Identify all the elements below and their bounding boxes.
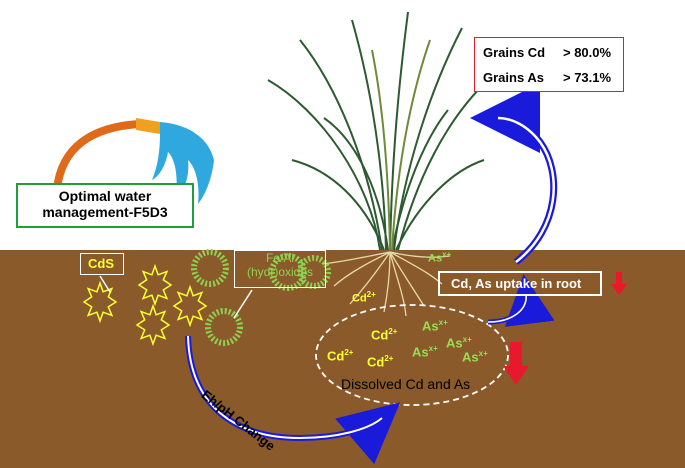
dissolved-down-arrow-icon	[503, 342, 529, 385]
oxide-ring-icon	[205, 308, 243, 346]
as-ion-pool-3: Asx+	[412, 344, 438, 360]
oxide-label-line1: Fe/Al	[265, 251, 294, 265]
grains-as-value: > 73.1%	[563, 70, 612, 85]
oxide-label-line2: (hydr)oxides	[246, 265, 314, 279]
as-ion-pool-4: Asx+	[462, 349, 488, 365]
cd-ion-pool-2: Cd2+	[327, 348, 354, 364]
grains-reduction-box: Grains Cd > 80.0% Grains As > 73.1%	[474, 37, 624, 92]
water-management-line2: management-F5D3	[42, 204, 168, 220]
root-to-grain-arrow	[470, 83, 558, 265]
grains-as-label: Grains As	[483, 70, 544, 85]
oxide-connector	[233, 289, 253, 319]
oxide-ring-icon	[297, 255, 331, 289]
cds-label-box: CdS	[80, 253, 124, 275]
cds-star-icon	[137, 263, 173, 307]
grains-cd-label: Grains Cd	[483, 45, 546, 60]
root-uptake-label: Cd, As uptake in root	[451, 276, 582, 291]
oxide-label-box: Fe/Al (hydr)oxides	[234, 250, 326, 288]
cds-stars	[82, 263, 208, 347]
cds-star-icon	[172, 284, 208, 328]
cd-ion-root: Cd2+	[352, 290, 376, 305]
oxide-ring-icon	[269, 253, 307, 291]
water-management-line1: Optimal water	[58, 188, 152, 204]
as-ion-pool-1: Asx+	[422, 318, 448, 334]
as-ion-root: Asx+	[428, 250, 452, 265]
dissolved-label: Dissolved Cd and As	[341, 376, 471, 392]
cds-label: CdS	[88, 256, 114, 271]
as-ion-pool-2: Asx+	[446, 335, 472, 351]
dissolved-pool	[315, 304, 509, 406]
oxide-rings	[191, 249, 331, 346]
water-management-box: Optimal water management-F5D3	[16, 183, 194, 228]
uptake-down-arrow-icon	[611, 272, 627, 295]
cds-star-icon	[135, 303, 171, 347]
cd-ion-pool-3: Cd2+	[367, 354, 394, 370]
rice-plant-icon	[267, 11, 489, 251]
oxide-ring-icon	[191, 249, 229, 287]
root-uptake-box: Cd, As uptake in root	[438, 271, 602, 296]
cds-star-icon	[82, 280, 118, 324]
grains-cd-value: > 80.0%	[563, 45, 612, 60]
water-hose-icon	[54, 118, 214, 204]
cd-ion-pool-1: Cd2+	[371, 327, 398, 343]
cds-connector	[99, 275, 111, 293]
